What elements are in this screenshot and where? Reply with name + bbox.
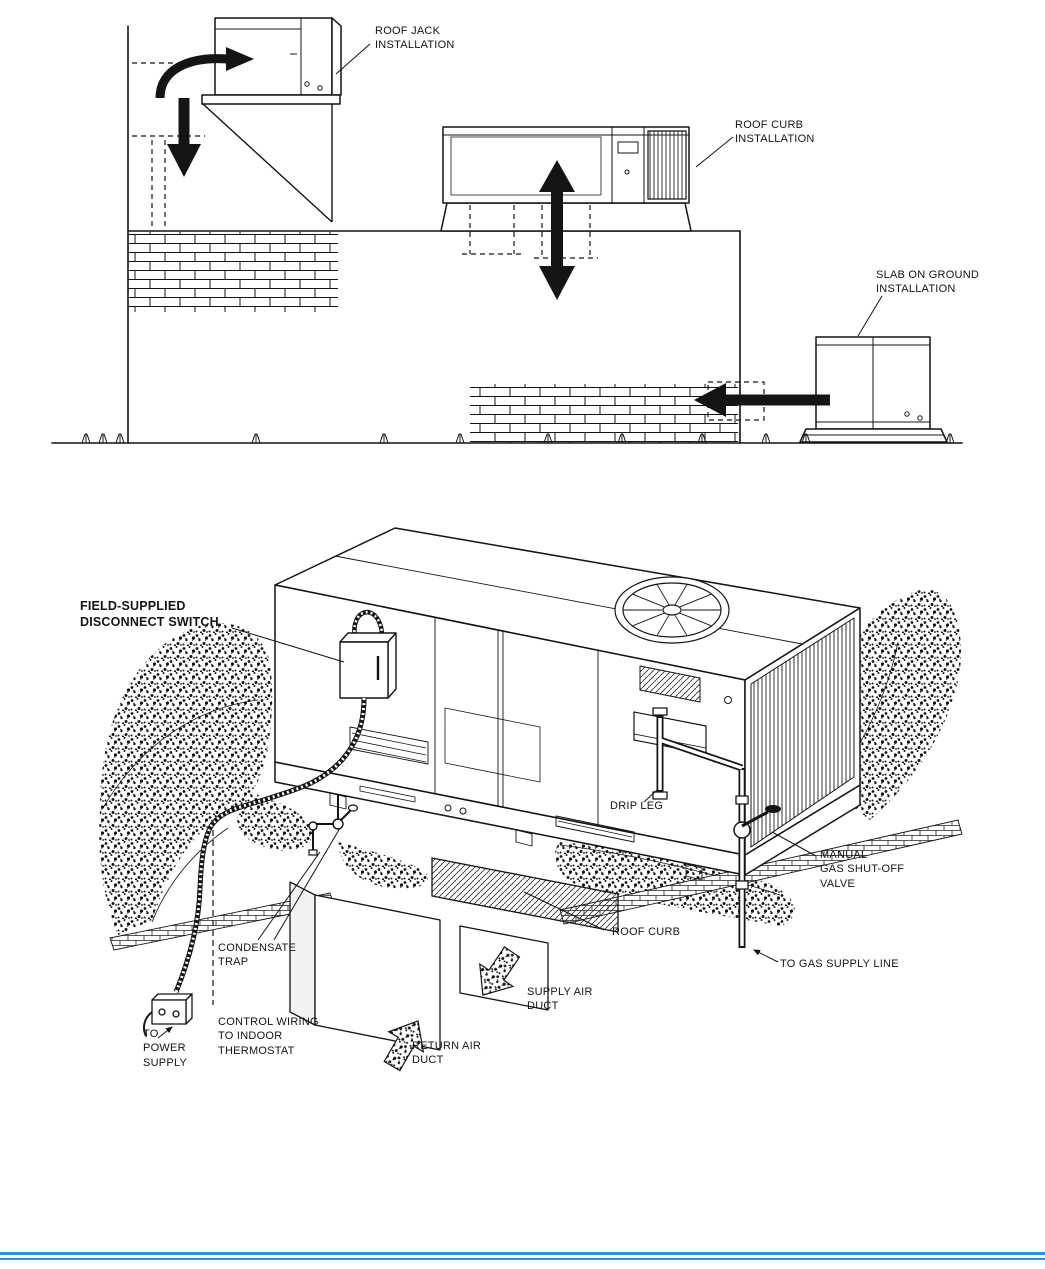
gas-piping: [652, 707, 781, 948]
label-return-air-duct: RETURN AIR DUCT: [412, 1040, 482, 1067]
figure1-leader-lines: [335, 43, 883, 337]
figure-rooftop-unit-connections: FIELD-SUPPLIED DISCONNECT SWITCH DRIP LE…: [0, 490, 1045, 1110]
condenser-fan: [614, 576, 730, 644]
footer-bar-thick: [0, 1252, 1045, 1255]
label-manual-gas-shutoff-valve: MANUAL GAS SHUT-OFF VALVE: [820, 849, 905, 890]
brick-wall-lower: [470, 384, 738, 443]
label-roof-curb: ROOF CURB: [612, 926, 681, 938]
label-slab-on-ground-installation: SLAB ON GROUND INSTALLATION: [876, 269, 980, 296]
label-drip-leg: DRIP LEG: [610, 800, 664, 812]
label-supply-air-duct: SUPPLY AIR DUCT: [527, 986, 593, 1013]
power-junction-box: [143, 993, 193, 1037]
installation-types-drawing: [51, 17, 963, 444]
supply-air-arrow: [479, 946, 521, 996]
label-roof-curb-installation: ROOF CURB INSTALLATION: [735, 119, 815, 146]
slab-unit: [799, 336, 948, 443]
airflow-arrow-roof-curb: [539, 160, 575, 300]
return-air-arrow: [383, 1020, 425, 1072]
rooftop-unit-drawing: [99, 527, 963, 1072]
figure2-leader-lines: [157, 627, 817, 1039]
wall-opening-dashed: [132, 62, 205, 230]
gas-valve-handle: [765, 805, 781, 813]
airflow-arrows-roof-jack: [155, 47, 254, 177]
disconnect-switch: [339, 609, 397, 699]
gas-valve-body: [733, 821, 751, 839]
label-condensate-trap: CONDENSATE TRAP: [218, 942, 297, 969]
condensate-trap: [308, 794, 359, 856]
roof-edge-masonry: [109, 819, 963, 951]
roof-curb-unit: [440, 126, 692, 232]
airflow-arrow-slab: [694, 383, 830, 417]
roof-curb: [431, 857, 619, 933]
label-to-gas-supply-line: TO GAS SUPPLY LINE: [780, 958, 899, 970]
page-footer-rule: [0, 1252, 1045, 1260]
power-conduit: [173, 697, 367, 993]
brick-wall-upper: [128, 232, 338, 312]
figure-installation-types: ROOF JACK INSTALLATION ROOF CURB INSTALL…: [0, 0, 1045, 470]
label-to-power-supply: TO POWER SUPPLY: [143, 1028, 188, 1069]
label-control-wiring: CONTROL WIRING TO INDOOR THERMOSTAT: [218, 1016, 319, 1057]
footer-bar-thin: [0, 1258, 1045, 1260]
label-roof-jack-installation: ROOF JACK INSTALLATION: [375, 25, 455, 52]
label-field-supplied-disconnect-switch: FIELD-SUPPLIED DISCONNECT SWITCH: [80, 599, 219, 630]
roof-jack-unit: [201, 17, 342, 223]
